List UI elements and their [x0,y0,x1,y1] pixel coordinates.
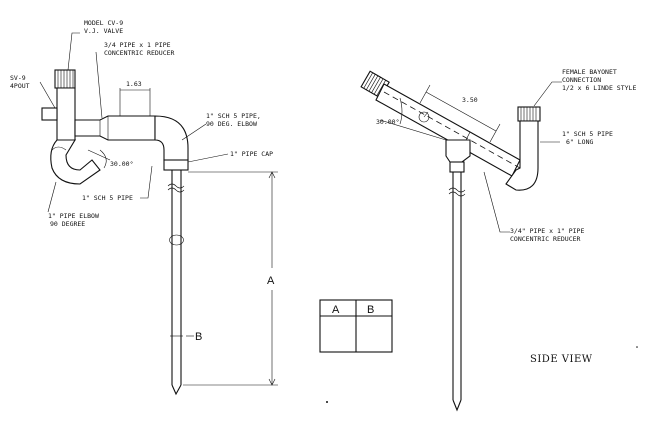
dim-a-label: A [267,275,275,287]
bayonet-label-1: FEMALE BAYONET [562,68,617,76]
angle-label-left: 30.00° [110,160,133,168]
reducer-label-2: CONCENTRIC REDUCER [104,49,175,57]
table-header-a: A [332,304,340,316]
pipe-elbow-label-2: 90 DEGREE [50,220,85,228]
bayonet-label-3: 1/2 x 6 LINDE STYLE [562,84,636,92]
dim-350-label: 3.50 [462,96,478,104]
lower-elbow [50,139,101,185]
speck [326,401,328,403]
valve-type-label: V.J. VALVE [84,27,123,35]
speck [636,346,638,348]
valve-model-label: MODEL CV-9 [84,19,123,27]
right-pipe-label-2: 6" LONG [566,138,593,146]
dim-163-label: 1.63 [126,80,142,88]
elbow-label-1: 1" SCH 5 PIPE, [206,112,261,120]
valve-body [56,87,76,141]
pipe-cap [163,159,189,171]
reducer-label-1: 3/4 PIPE x 1 PIPE [104,41,171,49]
horizontal-pipe [74,115,156,141]
angled-pipe [375,83,521,177]
bayonet-label-2: CONNECTION [562,76,601,84]
pipe-elbow-label-1: 1" PIPE ELBOW [48,212,99,220]
table-header-b: B [367,304,374,316]
right-vertical-pipe [448,172,466,412]
side-view-title: SIDE VIEW [530,354,593,365]
tee-cap [449,161,465,173]
dim-b-label: B [195,331,202,343]
right-reducer-label-1: 3/4" PIPE x 1" PIPE [510,227,584,235]
tee-body [445,139,471,163]
sv-port-label: 4POUT [10,82,30,90]
right-view: FEMALE BAYONET CONNECTION 1/2 x 6 LINDE … [360,68,636,412]
dimension-table: A B [319,299,393,353]
elbow-label-2: 90 DEG. ELBOW [206,120,257,128]
right-pipe-label-1: 1" SCH 5 PIPE [562,130,613,138]
riser-pipe [505,120,539,191]
left-view: MODEL CV-9 V.J. VALVE SV-9 4POUT 3/4 PIP… [10,19,278,396]
top-elbow [154,115,189,161]
angle-label-right: 30.00° [376,118,399,126]
pipe-cap-label: 1" PIPE CAP [230,150,273,158]
side-port [41,107,58,121]
valve-knob [54,69,76,89]
sch5-pipe-label: 1" SCH 5 PIPE [82,194,133,202]
bayonet-connection [517,106,541,122]
right-reducer-label-2: CONCENTRIC REDUCER [510,235,581,243]
vertical-pipe [167,170,185,396]
sv-label: SV-9 [10,74,26,82]
